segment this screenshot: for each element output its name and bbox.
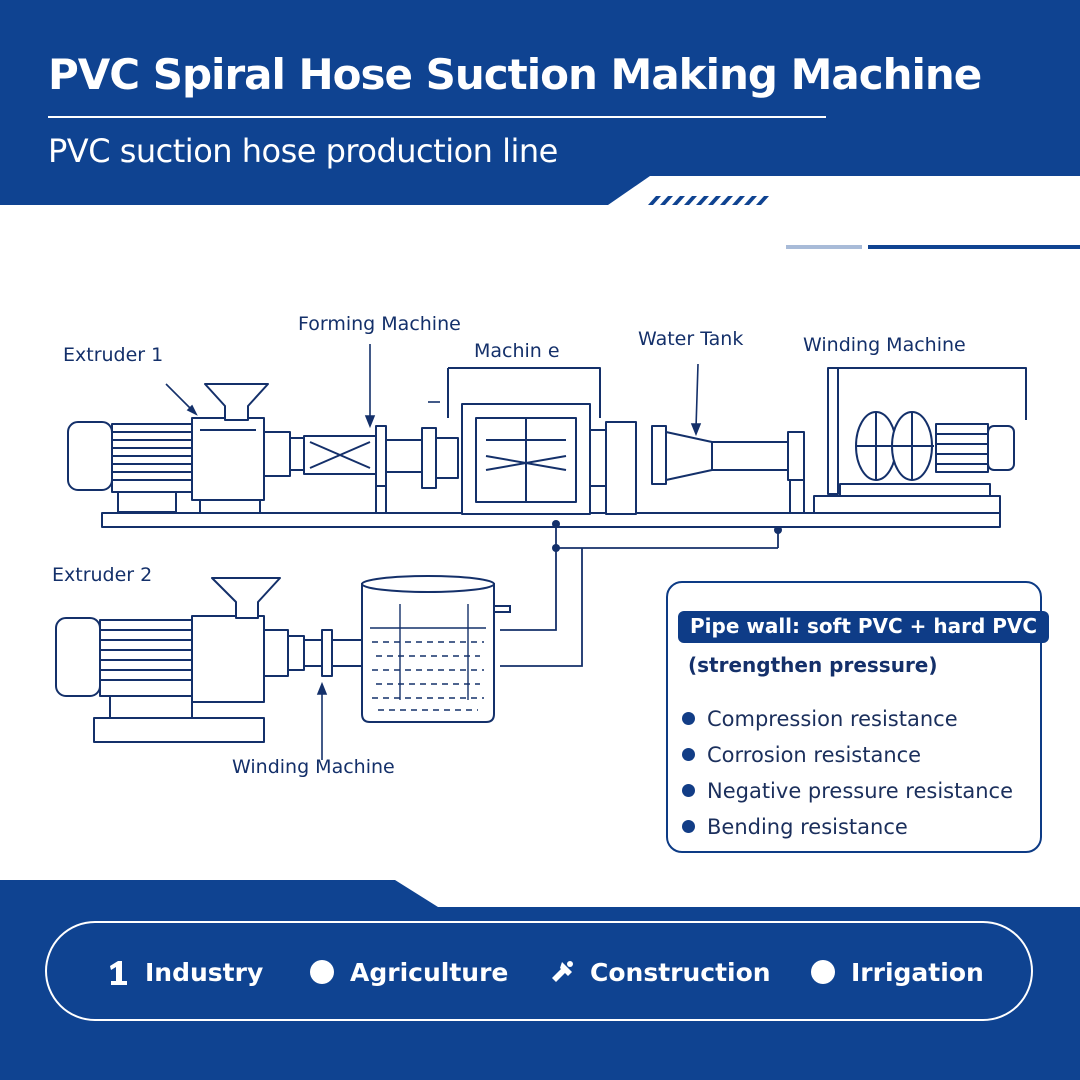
page-subtitle: PVC suction hose production line [48, 132, 558, 170]
label-machine: Machin e [474, 340, 560, 362]
applications-bar: Industry Agriculture Construction Irriga… [45, 921, 1033, 1021]
feature-item: Corrosion resistance [682, 737, 1013, 773]
extruder-2-line [55, 577, 363, 743]
label-extruder-2: Extruder 2 [52, 564, 153, 586]
number-one-icon [103, 958, 131, 986]
tools-icon [548, 958, 576, 986]
label-winding-machine-top: Winding Machine [803, 334, 966, 356]
bullet-icon [682, 820, 695, 833]
top-base [101, 512, 1001, 528]
bullet-icon [682, 712, 695, 725]
feature-item: Bending resistance [682, 809, 1013, 845]
features-panel: Pipe wall: soft PVC + hard PVC (strength… [666, 581, 1050, 853]
app-irrigation: Irrigation [809, 955, 984, 989]
extruder-1-motor [67, 421, 193, 513]
header-band [0, 0, 1080, 205]
pipe-wall-tag: Pipe wall: soft PVC + hard PVC [678, 611, 1050, 643]
winding-machine-top [813, 367, 1027, 514]
label-water-tank: Water Tank [638, 328, 744, 350]
label-extruder-1: Extruder 1 [63, 344, 164, 366]
forming-machine [303, 425, 423, 514]
connection-lines [500, 527, 779, 667]
water-tank-section [651, 425, 805, 514]
app-industry: Industry [103, 955, 263, 989]
label-winding-machine-bottom: Winding Machine [232, 756, 395, 778]
water-tank [361, 575, 511, 723]
circle-icon [308, 958, 336, 986]
top-annotations [165, 344, 702, 437]
extruder-1-body [191, 383, 305, 514]
pipe-wall-note: (strengthen pressure) [688, 653, 938, 677]
top-production-line [67, 367, 1027, 528]
main-machine [421, 367, 637, 515]
feature-item: Compression resistance [682, 701, 1013, 737]
circle-icon [809, 958, 837, 986]
feature-list: Compression resistance Corrosion resista… [682, 701, 1013, 845]
bullet-icon [682, 784, 695, 797]
label-forming-machine: Forming Machine [298, 313, 461, 335]
footer-band [0, 880, 1080, 1080]
header-stripes [648, 196, 769, 205]
app-construction: Construction [548, 955, 771, 989]
app-agriculture: Agriculture [308, 955, 508, 989]
feature-item: Negative pressure resistance [682, 773, 1013, 809]
header-accent-line [652, 180, 1080, 186]
water-waves [370, 604, 486, 711]
page-title: PVC Spiral Hose Suction Making Machine [48, 50, 982, 99]
bullet-icon [682, 748, 695, 761]
